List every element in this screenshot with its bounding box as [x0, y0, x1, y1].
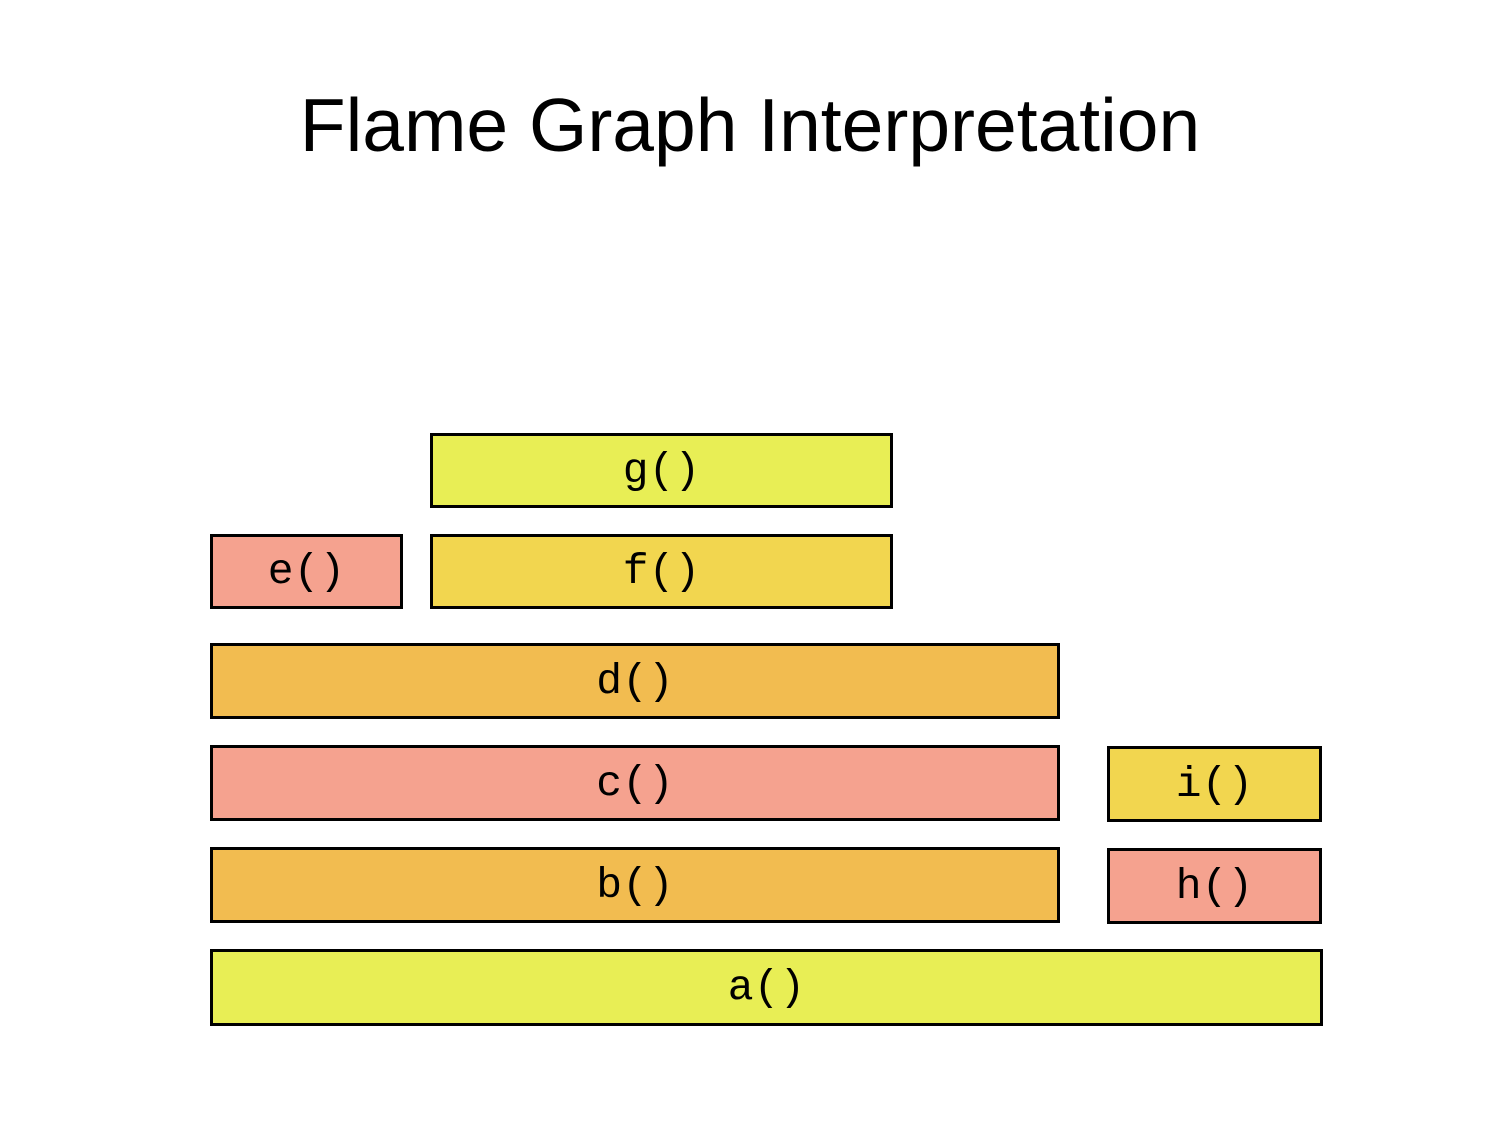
frame-c: c() [210, 745, 1060, 821]
frame-label: i() [1175, 759, 1254, 809]
frame-label: c() [596, 758, 674, 808]
slide-title: Flame Graph Interpretation [299, 83, 1201, 167]
frame-label: f() [622, 547, 701, 596]
frame-label: a() [727, 963, 806, 1012]
frame-f: f() [430, 534, 893, 609]
frame-i: i() [1107, 746, 1322, 822]
frame-label: b() [596, 860, 674, 910]
frame-label: e() [267, 547, 346, 596]
frame-label: g() [622, 446, 701, 495]
frame-e: e() [210, 534, 403, 609]
frame-d: d() [210, 643, 1060, 719]
frame-label: h() [1175, 861, 1254, 911]
frame-a: a() [210, 949, 1323, 1026]
frame-h: h() [1107, 848, 1322, 924]
frame-label: d() [596, 656, 674, 706]
frame-g: g() [430, 433, 893, 508]
frame-b: b() [210, 847, 1060, 923]
